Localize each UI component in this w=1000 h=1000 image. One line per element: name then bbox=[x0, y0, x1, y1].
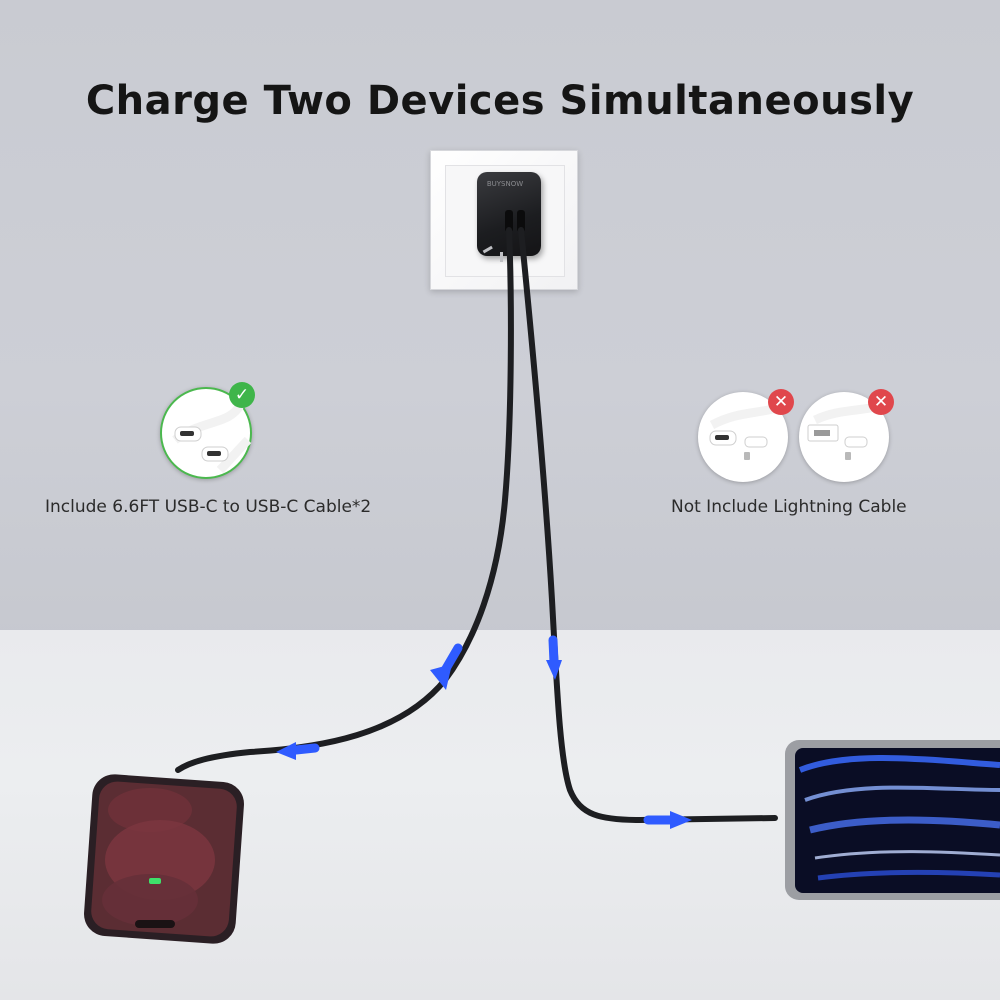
smartphone bbox=[84, 774, 244, 944]
included-caption: Include 6.6FT USB-C to USB-C Cable*2 bbox=[45, 497, 372, 517]
arrow-to-phone bbox=[276, 742, 320, 760]
excluded-caption: Not Include Lightning Cable bbox=[671, 497, 907, 517]
tablet bbox=[785, 740, 1000, 900]
arrow-left-cable-down bbox=[430, 643, 463, 690]
cross-icon: ✕ bbox=[868, 389, 894, 415]
arrow-right-cable-down bbox=[546, 635, 562, 680]
charger-brand-mark: BUYSNOW bbox=[486, 180, 524, 188]
usb-c-cable-thumbnail bbox=[172, 402, 252, 474]
cross-icon: ✕ bbox=[768, 389, 794, 415]
check-icon: ✓ bbox=[229, 382, 255, 408]
outlet-socket bbox=[482, 245, 503, 262]
cable-to-phone bbox=[175, 227, 514, 773]
battery-indicator bbox=[149, 878, 161, 884]
page-title: Charge Two Devices Simultaneously bbox=[85, 78, 915, 124]
cable-to-tablet bbox=[518, 227, 778, 824]
arrow-to-tablet bbox=[643, 811, 692, 829]
usb-c-ports bbox=[505, 210, 525, 232]
